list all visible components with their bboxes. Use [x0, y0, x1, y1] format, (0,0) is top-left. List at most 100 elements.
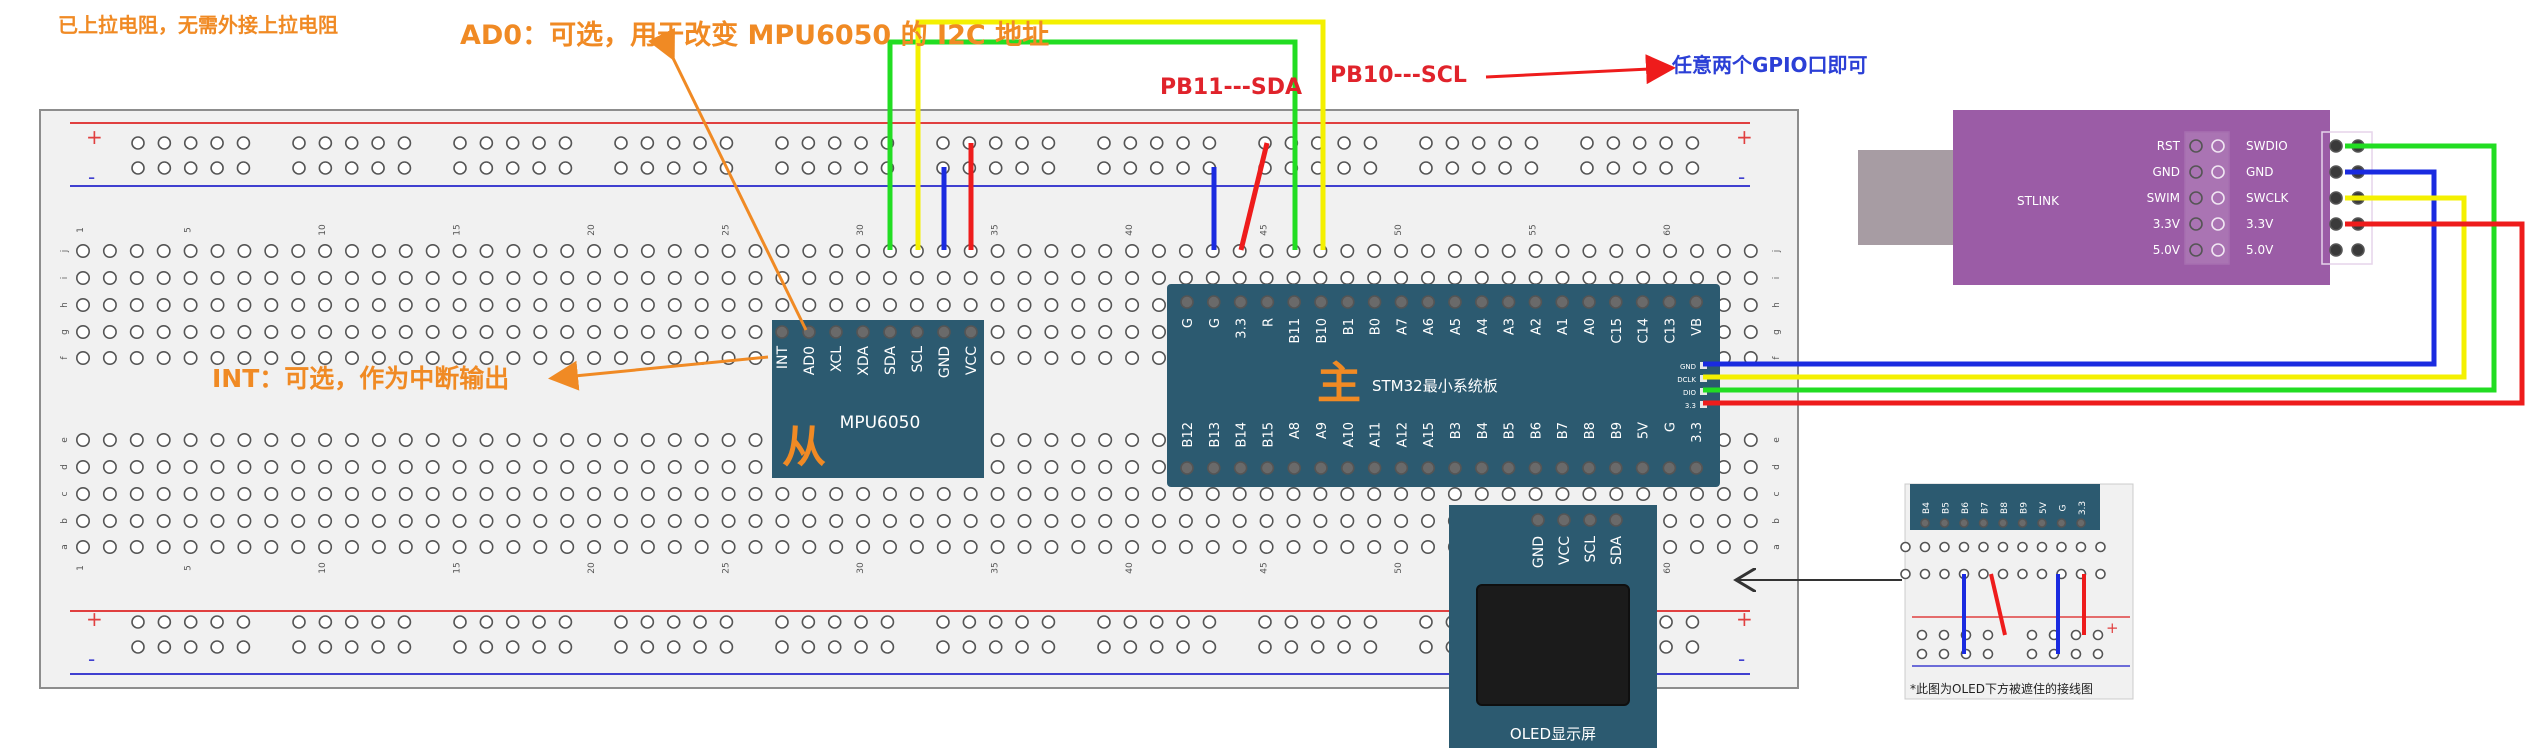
- breadboard-hole: [1313, 270, 1328, 285]
- oled-pin-hole: [1609, 513, 1623, 527]
- breadboard-hole: [560, 324, 575, 339]
- stm32-bottom-pin-label: G: [1663, 422, 1678, 432]
- breadboard-hole: [237, 459, 252, 474]
- inset-hole: [1997, 568, 2009, 580]
- rail-hole: [880, 615, 895, 629]
- breadboard-hole: [318, 350, 333, 365]
- rail-hole: [1149, 615, 1164, 629]
- breadboard-hole: [990, 539, 1005, 554]
- breadboard-hole: [1716, 244, 1731, 259]
- stlink-pin: [2189, 217, 2203, 231]
- breadboard-hole: [1743, 297, 1758, 312]
- rail-minus-tl: -: [88, 165, 95, 189]
- breadboard-hole: [613, 539, 628, 554]
- breadboard-hole: [694, 459, 709, 474]
- stm32-pin-hole: [1689, 295, 1703, 309]
- breadboard-hole: [882, 539, 897, 554]
- stm32-pin-hole: [1314, 461, 1328, 475]
- rail-hole: [827, 161, 842, 175]
- breadboard-hole: [775, 486, 790, 501]
- inset-rail-hole: [1916, 648, 1928, 660]
- rail-hole: [666, 640, 681, 654]
- breadboard-hole: [748, 432, 763, 447]
- row-letter: e: [60, 437, 70, 443]
- stm32-pin-hole: [1689, 461, 1703, 475]
- stm32-pin-hole: [1233, 295, 1248, 309]
- column-number: 45: [1260, 224, 1270, 235]
- breadboard-hole: [587, 486, 602, 501]
- breadboard-hole: [640, 486, 655, 501]
- breadboard-hole: [856, 244, 871, 259]
- rail-hole: [962, 615, 977, 629]
- breadboard-hole: [587, 513, 602, 528]
- breadboard-hole: [560, 244, 575, 259]
- breadboard-hole: [1152, 350, 1167, 365]
- rail-hole: [1471, 161, 1486, 175]
- breadboard-hole: [1071, 486, 1086, 501]
- breadboard-hole: [882, 486, 897, 501]
- breadboard-hole: [1152, 486, 1167, 501]
- mpu6050-pin-label: INT: [775, 346, 791, 370]
- stm32-top-pin-label: A3: [1503, 318, 1518, 335]
- rail-hole: [1202, 136, 1217, 150]
- stm32-pin-hole: [1662, 461, 1677, 475]
- breadboard-hole: [264, 459, 279, 474]
- breadboard-hole: [318, 432, 333, 447]
- breadboard-hole: [1501, 270, 1516, 285]
- stm32-pin-hole: [1635, 295, 1650, 309]
- row-letter: b: [60, 518, 70, 524]
- rail-hole: [1123, 615, 1138, 629]
- inset-rail-hole: [2070, 648, 2082, 660]
- breadboard-hole: [640, 297, 655, 312]
- rail-hole: [1015, 136, 1029, 150]
- rail-hole: [666, 161, 681, 175]
- stm32-top-pin-label: R: [1261, 318, 1276, 327]
- stlink-pin: [2211, 243, 2225, 257]
- rail-hole: [479, 136, 494, 150]
- breadboard-hole: [856, 513, 871, 528]
- breadboard-hole: [210, 297, 225, 312]
- rail-hole: [210, 615, 224, 629]
- rail-hole: [827, 136, 842, 150]
- slave-label: 从: [782, 422, 826, 473]
- breadboard-hole: [1447, 244, 1462, 259]
- breadboard-hole: [748, 539, 763, 554]
- rail-hole: [1363, 615, 1378, 629]
- stm32-pin-hole: [1207, 295, 1221, 309]
- stlink-body: [1953, 110, 2330, 285]
- inset-hole: [1997, 541, 2009, 553]
- breadboard-hole: [560, 432, 575, 447]
- stm32-board: [1167, 284, 1720, 487]
- breadboard-hole: [425, 244, 440, 259]
- breadboard-hole: [183, 297, 198, 312]
- stm32-bottom-pin-label: B13: [1208, 422, 1223, 447]
- rail-hole: [183, 136, 198, 150]
- column-number: 30: [856, 224, 866, 236]
- rail-hole: [1363, 640, 1378, 654]
- breadboard-hole: [667, 459, 682, 474]
- breadboard-hole: [1367, 244, 1382, 259]
- stm32-top-pin-label: VB: [1690, 318, 1705, 336]
- rail-hole: [614, 136, 628, 150]
- breadboard-hole: [1555, 244, 1570, 259]
- rail-hole: [1498, 161, 1512, 175]
- rail-hole: [801, 161, 816, 175]
- rail-hole: [1258, 640, 1272, 654]
- breadboard-hole: [694, 486, 709, 501]
- breadboard-hole: [76, 324, 91, 339]
- breadboard-hole: [371, 297, 386, 312]
- breadboard-hole: [1125, 486, 1140, 501]
- breadboard-hole: [183, 513, 198, 528]
- inset-pin-label: B9: [2020, 502, 2030, 514]
- stlink-pin: [2189, 191, 2203, 205]
- rail-hole: [1015, 615, 1029, 629]
- inset-hole: [2036, 568, 2048, 580]
- breadboard-hole: [1394, 270, 1409, 285]
- rail-hole: [1041, 615, 1056, 629]
- rail-hole: [1258, 615, 1272, 629]
- stm32-pin-hole: [1582, 295, 1596, 309]
- rail-hole: [1123, 161, 1138, 175]
